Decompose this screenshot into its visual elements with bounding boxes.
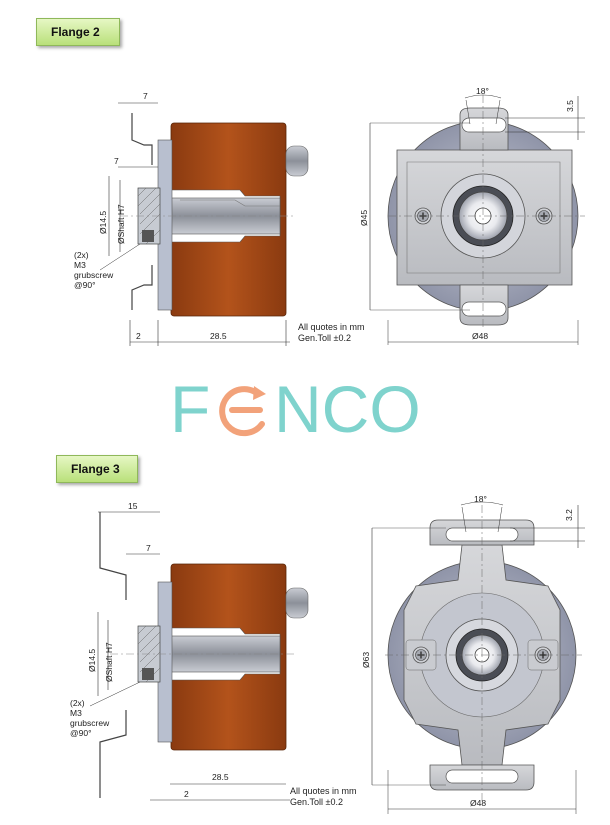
grub-type: grubscrew: [70, 718, 110, 728]
grub-type: grubscrew: [74, 270, 114, 280]
dim-bolt-dia: Ø63: [361, 652, 371, 668]
grub-size: M3: [74, 260, 86, 270]
logo-e-mark: [219, 386, 266, 437]
dim-shaft-dia: Ø14.5: [87, 649, 97, 672]
units-note: All quotes in mm: [298, 322, 365, 332]
dim-shaft-fit: ØShaft H7: [104, 642, 114, 682]
dim-inner-offset: 7: [146, 543, 151, 553]
dim-slot: 3.2: [564, 509, 574, 521]
grub-size: M3: [70, 708, 82, 718]
dim-angle: 18°: [476, 86, 489, 96]
flange-2-front-view: 18° 3.5 Ø45 Ø48: [359, 86, 585, 345]
flange-3-side-view: 15 7 Ø14.5 ØShaft H7 (2x) M3 grubscrew @…: [70, 501, 357, 807]
logo-text-nco: NCO: [274, 372, 421, 444]
dim-top-offset: 7: [143, 91, 148, 101]
flange-3-tag: Flange 3: [56, 455, 138, 483]
dim-body-len: 28.5: [212, 772, 229, 782]
dim-top-offset: 15: [128, 501, 138, 511]
shaft-stub: [285, 145, 309, 177]
grub-count: (2x): [74, 250, 89, 260]
dim-outer-dia: Ø48: [472, 331, 488, 341]
flange-2-tag: Flange 2: [36, 18, 120, 46]
grubscrew: [142, 230, 154, 242]
dim-angle: 18°: [474, 494, 487, 504]
tolerance-note: Gen.Toll ±0.2: [298, 333, 351, 343]
dim-flange-thick: 2: [136, 331, 141, 341]
dim-body-len: 28.5: [210, 331, 227, 341]
dim-flange-thick: 2: [184, 789, 189, 799]
dim-outer-dia: Ø48: [470, 798, 486, 808]
dim-shaft-fit: ØShaft H7: [116, 204, 126, 244]
dim-slot: 3.5: [565, 100, 575, 112]
dim-shaft-dia: Ø14.5: [98, 211, 108, 234]
tolerance-note: Gen.Toll ±0.2: [290, 797, 343, 807]
grub-angle: @90°: [70, 728, 91, 738]
grubscrew: [142, 668, 154, 680]
flange-3-front-view: 18° 3.2 Ø63 Ø48: [361, 494, 585, 814]
fenco-logo: F NCO: [170, 372, 421, 444]
dim-inner-offset: 7: [114, 156, 119, 166]
grub-count: (2x): [70, 698, 85, 708]
shaft-stub: [285, 587, 309, 619]
dim-bolt-dia: Ø45: [359, 210, 369, 226]
grub-angle: @90°: [74, 280, 95, 290]
units-note: All quotes in mm: [290, 786, 357, 796]
logo-text-f: F: [170, 372, 210, 444]
flange-2-side-view: 7 7 Ø14.5 ØShaft H7 (2x) M3 grubscrew @9…: [74, 91, 365, 346]
